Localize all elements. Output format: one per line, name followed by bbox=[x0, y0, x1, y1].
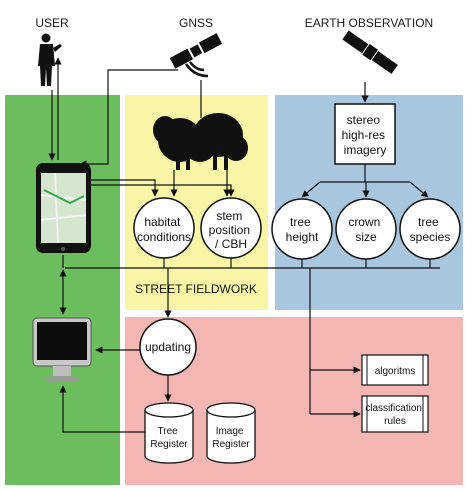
tree-height-node: tree height bbox=[271, 198, 333, 260]
svg-text:tree height: tree height bbox=[286, 215, 319, 244]
svg-text:habitat conditions: habitat conditions bbox=[137, 215, 191, 244]
header-earth-observation: EARTH OBSERVATION bbox=[305, 16, 433, 30]
connector-lines bbox=[48, 57, 440, 433]
svg-text:tree species: tree species bbox=[410, 215, 451, 244]
algorithms-box: algoritms bbox=[361, 354, 429, 386]
tree-species-node: tree species bbox=[399, 198, 461, 260]
svg-text:Tree Register: Tree Register bbox=[150, 426, 188, 450]
habitat-conditions-node: habitat conditions bbox=[133, 197, 195, 259]
earth-observation-satellite-icon bbox=[342, 30, 398, 74]
svg-text:Image Register: Image Register bbox=[212, 426, 250, 450]
classification-rules-box: classification rules bbox=[361, 395, 429, 433]
svg-text:classification rules: classification rules bbox=[365, 403, 424, 427]
gnss-satellite-icon bbox=[169, 33, 223, 78]
svg-text:crown size: crown size bbox=[348, 215, 383, 244]
svg-text:stem position / CB: stem position / CBH bbox=[209, 209, 254, 251]
updating-node: updating bbox=[139, 318, 197, 376]
header-user: USER bbox=[35, 16, 69, 30]
desktop-computer-icon bbox=[32, 317, 92, 382]
svg-text:updating: updating bbox=[145, 340, 191, 354]
street-fieldwork-label: STREET FIELDWORK bbox=[135, 282, 257, 296]
image-register-database: Image Register bbox=[206, 402, 256, 464]
trees-icon bbox=[153, 113, 248, 170]
stereo-imagery-label: stereo high-res imagery bbox=[342, 113, 389, 157]
crown-size-node: crown size bbox=[335, 198, 397, 260]
stem-position-node: stem position / CBH bbox=[200, 197, 262, 259]
tree-register-database: Tree Register bbox=[144, 402, 194, 464]
user-silhouette-icon bbox=[38, 33, 62, 86]
svg-text:algoritms: algoritms bbox=[375, 366, 416, 377]
header-gnss: GNSS bbox=[179, 16, 213, 30]
smartphone-icon bbox=[36, 163, 91, 253]
